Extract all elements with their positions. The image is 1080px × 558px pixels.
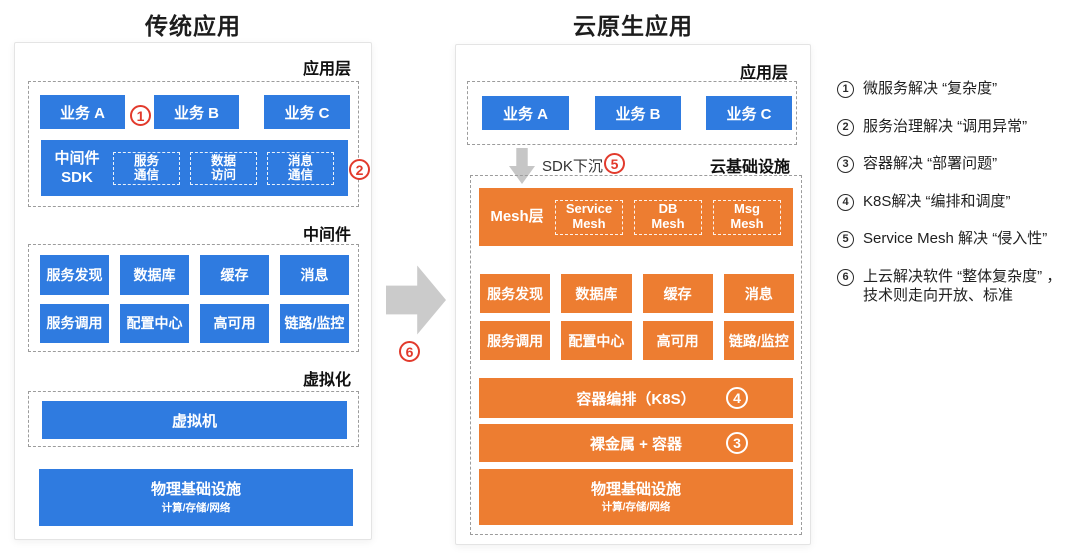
right-mesh-module-db-mesh: DB Mesh (634, 199, 702, 235)
note-1-text: 微服务解决 “复杂度” (863, 80, 998, 97)
badge-1-icon: 1 (130, 105, 151, 126)
right-baremetal-bar-label: 裸金属 + 容器 (589, 435, 683, 453)
left-mw-message: 消息 (280, 255, 349, 295)
left-biz-b-box: 业务 B (154, 95, 239, 129)
right-physical-infra-title: 物理基础设施 (590, 480, 681, 498)
note-5-text: Service Mesh 解决 “侵入性” (863, 230, 1048, 247)
left-virtualization-box: 虚拟机 (28, 391, 359, 447)
right-mw-tracing-monitor: 链路/监控 (723, 321, 794, 360)
left-sdk-bar-label: 中间件 SDK (54, 149, 100, 187)
right-biz-b-box: 业务 B (595, 96, 681, 130)
left-physical-infra-subtitle: 计算/存储/网络 (161, 501, 231, 514)
badge-5-icon: 5 (604, 153, 625, 174)
right-app-layer-box: 业务 A 业务 B 业务 C (467, 81, 797, 145)
right-mesh-bar: Mesh层 Service Mesh DB Mesh Msg Mesh (479, 188, 793, 246)
left-mw-service-discovery: 服务发现 (40, 255, 109, 295)
right-mw-config-center: 配置中心 (561, 321, 632, 360)
right-cloud-infra-box: Mesh层 Service Mesh DB Mesh Msg Mesh 服务发现… (470, 175, 802, 535)
left-sdk-bar: 中间件 SDK 服务 通信 数据 访问 消息 通信 (41, 140, 348, 196)
badge-6-icon: 6 (399, 341, 420, 362)
left-biz-a-box: 业务 A (40, 95, 125, 129)
left-mw-config-center: 配置中心 (120, 303, 189, 343)
note-item-1: 1 微服务解决 “复杂度” (837, 79, 1080, 99)
left-sdk-module-service-comm: 服务 通信 (113, 151, 180, 185)
left-mw-database: 数据库 (120, 255, 189, 295)
traditional-app-panel: 应用层 业务 A 1 业务 B 业务 C 中间件 SDK 服务 通信 数据 访问… (14, 42, 372, 540)
note-1-number-icon: 1 (837, 81, 854, 98)
right-mw-high-availability: 高可用 (642, 321, 713, 360)
note-3-number-icon: 3 (837, 156, 854, 173)
left-biz-c-box: 业务 C (264, 95, 350, 129)
note-3-text: 容器解决 “部署问题” (863, 155, 998, 172)
left-virtualization-label: 虚拟化 (302, 372, 351, 389)
left-mw-tracing-monitor: 链路/监控 (280, 303, 349, 343)
right-mw-message: 消息 (723, 274, 794, 313)
left-mw-cache: 缓存 (200, 255, 269, 295)
right-mw-database: 数据库 (561, 274, 632, 313)
left-middleware-label: 中间件 (302, 227, 351, 244)
left-mw-high-availability: 高可用 (200, 303, 269, 343)
right-baremetal-bar: 裸金属 + 容器 3 (479, 424, 793, 462)
right-mesh-bar-label: Mesh层 (490, 208, 544, 226)
right-mw-service-call: 服务调用 (480, 321, 551, 360)
right-physical-infra-subtitle: 计算/存储/网络 (601, 501, 671, 514)
note-item-4: 4 K8S解决 “编排和调度” (837, 192, 1080, 212)
right-panel-title: 云原生应用 (573, 13, 693, 39)
left-mw-service-call: 服务调用 (40, 303, 109, 343)
right-cloud-infra-label: 云基础设施 (709, 159, 790, 176)
note-4-number-icon: 4 (837, 193, 854, 211)
badge-4-icon: 4 (726, 387, 748, 409)
badge-2-icon: 2 (349, 159, 370, 180)
left-sdk-module-msg-comm: 消息 通信 (267, 151, 334, 185)
transform-right-arrow-icon (386, 265, 446, 335)
badge-3-icon: 3 (726, 432, 748, 454)
sdk-sink-label: SDK下沉 (542, 158, 603, 175)
left-vm-box: 虚拟机 (42, 401, 347, 439)
left-app-layer-label: 应用层 (302, 61, 351, 78)
annotation-list: 1 微服务解决 “复杂度” 2 服务治理解决 “调用异常” 3 容器解决 “部署… (837, 79, 1080, 306)
note-6-text: 上云解决软件 “整体复杂度” ， 技术则走向开放、标准 (863, 267, 1062, 305)
left-middleware-box: 服务发现 数据库 缓存 消息 服务调用 配置中心 高可用 链路/监控 (28, 244, 359, 352)
note-5-number-icon: 5 (837, 231, 854, 248)
right-mesh-module-msg-mesh: Msg Mesh (713, 199, 781, 235)
cloud-native-app-panel: 应用层 业务 A 业务 B 业务 C SDK下沉 5 云基础设施 Mesh层 S… (455, 44, 811, 545)
note-item-2: 2 服务治理解决 “调用异常” (837, 117, 1080, 137)
left-sdk-module-data-access: 数据 访问 (190, 151, 257, 185)
right-mesh-module-service-mesh: Service Mesh (555, 199, 623, 235)
left-physical-infra-title: 物理基础设施 (150, 481, 241, 499)
left-app-layer-box: 业务 A 1 业务 B 业务 C 中间件 SDK 服务 通信 数据 访问 消息 … (28, 81, 359, 207)
note-4-text: K8S解决 “编排和调度” (863, 192, 1011, 210)
right-app-layer-label: 应用层 (739, 65, 788, 82)
right-mw-cache: 缓存 (642, 274, 713, 313)
note-item-3: 3 容器解决 “部署问题” (837, 154, 1080, 174)
right-k8s-bar-label: 容器编排（K8S） (576, 390, 696, 408)
note-2-number-icon: 2 (837, 118, 854, 136)
right-mw-service-discovery: 服务发现 (480, 274, 551, 313)
note-6-number-icon: 6 (837, 268, 854, 286)
note-item-5: 5 Service Mesh 解决 “侵入性” (837, 229, 1080, 249)
note-item-6: 6 上云解决软件 “整体复杂度” ， 技术则走向开放、标准 (837, 267, 1080, 306)
right-physical-infra-box: 物理基础设施 计算/存储/网络 (479, 469, 793, 525)
note-2-text: 服务治理解决 “调用异常” (863, 117, 1028, 135)
left-panel-title: 传统应用 (145, 13, 241, 39)
right-biz-a-box: 业务 A (482, 96, 569, 130)
right-biz-c-box: 业务 C (706, 96, 792, 130)
right-k8s-bar: 容器编排（K8S） 4 (479, 378, 793, 418)
left-physical-infra-box: 物理基础设施 计算/存储/网络 (39, 469, 353, 526)
